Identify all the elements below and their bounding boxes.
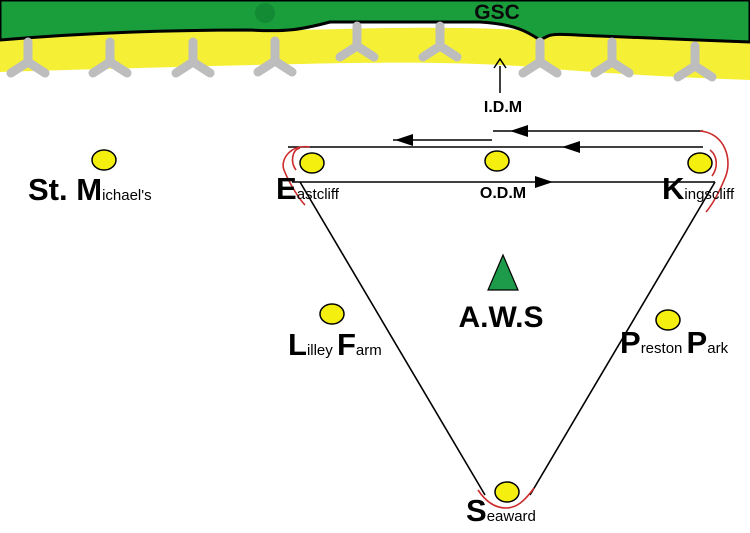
turn-curves <box>282 130 729 509</box>
label-preston-park: Preston Park <box>620 325 729 360</box>
label-seaward-cap: S <box>466 493 487 528</box>
grass-area <box>0 0 750 44</box>
groyne-icon <box>88 37 132 78</box>
groyne-icon <box>171 37 215 78</box>
turn-kingscliff-inner <box>709 149 718 177</box>
idm-arrow-head <box>493 57 507 69</box>
idm-label: I.D.M <box>484 99 522 116</box>
odm-label: O.D.M <box>480 185 526 202</box>
point-lilley-farm <box>319 303 345 325</box>
arrow-left-3 <box>562 141 580 153</box>
groyne-icon <box>518 37 562 78</box>
route-leg-west <box>299 181 486 496</box>
groyne-icon <box>6 37 50 78</box>
turn-seaward <box>477 487 535 509</box>
point-st-michaels <box>91 149 117 171</box>
label-farm-cap: F <box>337 327 356 362</box>
label-kingscliff-cap: K <box>662 171 685 206</box>
groyne-icon <box>418 21 462 62</box>
gsc-label: GSC <box>474 1 520 24</box>
label-seaward: Seaward <box>466 493 536 528</box>
groyne-icon <box>253 36 297 77</box>
label-lilley-farm: Lilley Farm <box>288 327 382 362</box>
location-points <box>91 149 713 503</box>
label-st-michaels-rest: ichael's <box>102 187 152 204</box>
label-park-cap: P <box>687 325 708 360</box>
label-lilley-rest: illey <box>307 342 337 359</box>
arrow-left-1 <box>510 125 528 137</box>
aws-marker: A.W.S <box>458 253 544 334</box>
arrow-left-2 <box>395 134 413 146</box>
groyne-icon <box>673 41 717 82</box>
label-farm-rest: arm <box>356 342 382 359</box>
label-seaward-rest: eaward <box>487 508 536 525</box>
point-eastcliff <box>299 152 325 174</box>
turn-eastcliff <box>282 145 311 206</box>
label-eastcliff: Eastcliff <box>276 171 340 206</box>
aws-triangle-icon <box>487 253 519 291</box>
point-odm <box>484 150 510 172</box>
tree-icon <box>255 3 275 23</box>
point-seaward <box>494 481 520 503</box>
groyne-icon <box>335 21 379 62</box>
label-eastcliff-rest: astcliff <box>297 186 340 203</box>
label-park-rest: ark <box>707 340 728 357</box>
groyne-icon <box>590 37 634 78</box>
label-kingscliff: Kingscliff <box>662 171 735 206</box>
route-leg-east <box>529 181 716 496</box>
point-preston-park <box>655 309 681 331</box>
turn-eastcliff-inner <box>291 147 301 171</box>
idm-marker: I.D.M <box>484 57 522 116</box>
label-st-michaels-cap: St. M <box>28 172 102 207</box>
label-lilley-cap: L <box>288 327 307 362</box>
aws-label: A.W.S <box>458 301 543 334</box>
point-kingscliff <box>687 152 713 174</box>
label-kingscliff-rest: ingscliff <box>684 186 735 203</box>
arrow-right-1 <box>535 176 553 188</box>
label-preston-rest: reston <box>641 340 687 357</box>
label-st-michaels: St. Michael's <box>28 172 152 207</box>
direction-arrows <box>395 125 580 188</box>
turn-kingscliff <box>699 130 729 213</box>
groyne-row <box>6 21 717 82</box>
label-preston-cap: P <box>620 325 641 360</box>
label-eastcliff-cap: E <box>276 171 297 206</box>
